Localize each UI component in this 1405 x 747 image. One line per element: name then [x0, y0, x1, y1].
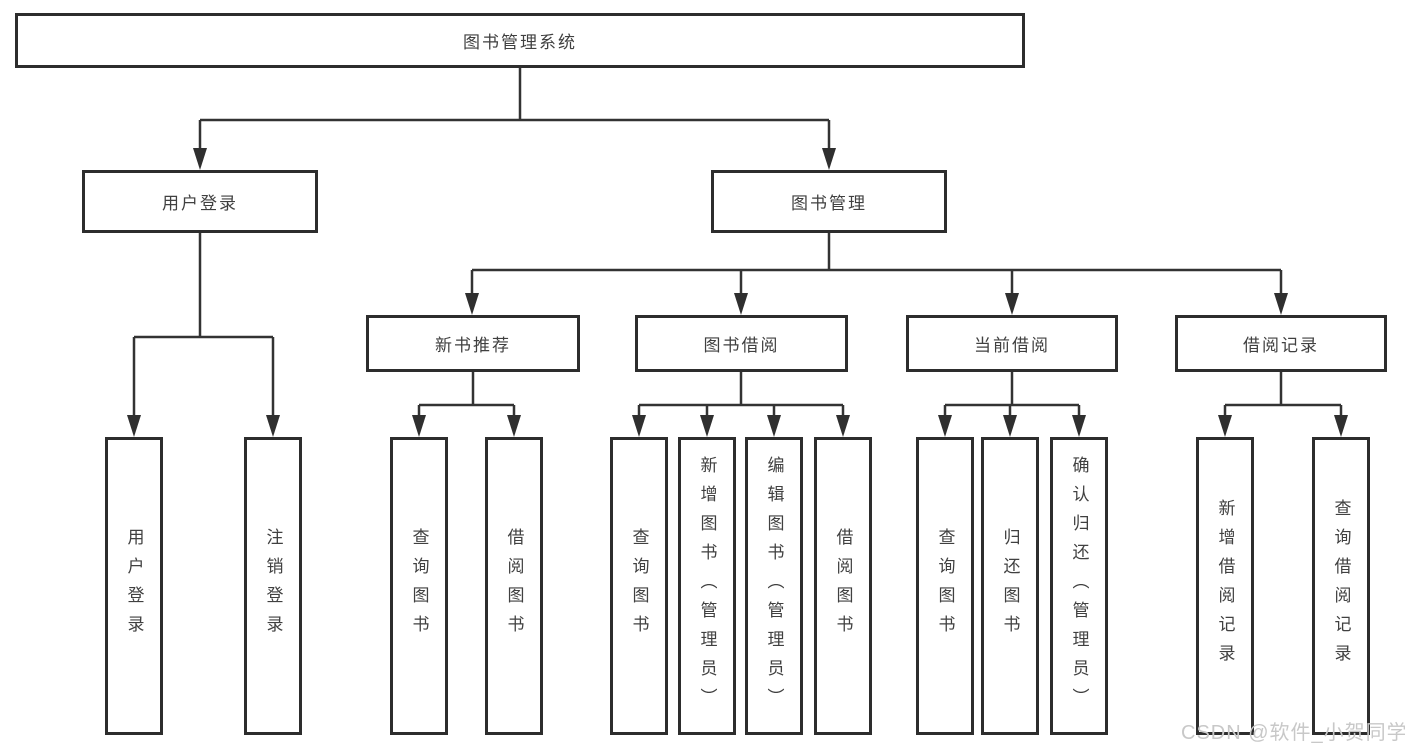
connector-root-to-level2: [198, 68, 831, 152]
node-label: 查询借阅记录: [1331, 499, 1351, 673]
connector-currentborrow-to-leaves: [943, 372, 1081, 420]
arrowhead-icon: [836, 415, 850, 437]
arrowhead-icon: [1003, 415, 1017, 437]
arrowhead-icon: [1218, 415, 1232, 437]
node-current-borrowing: 当前借阅: [906, 315, 1118, 372]
leaf-newbook-query-books: 查询图书: [390, 437, 448, 735]
node-label: 用户登录: [124, 528, 144, 644]
node-label: 借阅记录: [1243, 336, 1319, 355]
arrowhead-icon: [1334, 415, 1348, 437]
connector-newbook-to-leaves: [417, 372, 516, 420]
leaf-confirm-return-admin: 确认归还（管理员）: [1050, 437, 1108, 735]
csdn-watermark: CSDN @软件_小贺同学: [1181, 722, 1405, 744]
connector-bookmgmt-to-level3: [470, 233, 1283, 297]
node-label: 图书管理: [791, 194, 867, 213]
leaf-newbook-borrow-books: 借阅图书: [485, 437, 543, 735]
connector-records-to-leaves: [1223, 372, 1343, 420]
node-label: 查询图书: [409, 528, 429, 644]
arrowhead-icon: [193, 148, 207, 170]
leaf-current-query-books: 查询图书: [916, 437, 974, 735]
node-label: 确认归还（管理员）: [1069, 455, 1089, 717]
arrowhead-icon: [1005, 293, 1019, 315]
arrowheads: [127, 148, 1348, 437]
arrowhead-icon: [266, 415, 280, 437]
arrowhead-icon: [734, 293, 748, 315]
leaf-borrow-query-books: 查询图书: [610, 437, 668, 735]
connector-userlogin-to-leaves: [132, 233, 275, 420]
leaf-return-books: 归还图书: [981, 437, 1039, 735]
arrowhead-icon: [465, 293, 479, 315]
leaf-borrow-books: 借阅图书: [814, 437, 872, 735]
node-label: 查询图书: [935, 528, 955, 644]
node-book-management: 图书管理: [711, 170, 947, 233]
node-label: 归还图书: [1000, 528, 1020, 644]
node-label: 新增图书（管理员）: [697, 455, 717, 717]
node-label: 新书推荐: [435, 336, 511, 355]
leaf-add-borrow-record: 新增借阅记录: [1196, 437, 1254, 735]
leaf-add-books-admin: 新增图书（管理员）: [678, 437, 736, 735]
node-label: 查询图书: [629, 528, 649, 644]
leaf-query-borrow-record: 查询借阅记录: [1312, 437, 1370, 735]
arrowhead-icon: [767, 415, 781, 437]
connector-bookborrow-to-leaves: [637, 372, 845, 420]
leaf-logout: 注销登录: [244, 437, 302, 735]
arrowhead-icon: [700, 415, 714, 437]
node-label: 借阅图书: [833, 528, 853, 644]
node-label: 注销登录: [263, 528, 283, 644]
node-user-login: 用户登录: [82, 170, 318, 233]
arrowhead-icon: [507, 415, 521, 437]
arrowhead-icon: [412, 415, 426, 437]
arrowhead-icon: [822, 148, 836, 170]
node-label: 新增借阅记录: [1215, 499, 1235, 673]
arrowhead-icon: [127, 415, 141, 437]
arrowhead-icon: [632, 415, 646, 437]
leaf-edit-books-admin: 编辑图书（管理员）: [745, 437, 803, 735]
node-label: 图书管理系统: [463, 33, 577, 52]
node-label: 当前借阅: [974, 336, 1050, 355]
node-label: 图书借阅: [703, 336, 780, 355]
node-borrowing-records: 借阅记录: [1175, 315, 1387, 372]
arrowhead-icon: [1274, 293, 1288, 315]
arrowhead-icon: [938, 415, 952, 437]
node-book-borrowing: 图书借阅: [635, 315, 848, 372]
node-label: 用户登录: [162, 194, 238, 213]
node-label: 借阅图书: [504, 528, 524, 644]
leaf-user-login: 用户登录: [105, 437, 163, 735]
node-new-book-recommendation: 新书推荐: [366, 315, 580, 372]
node-library-management-system: 图书管理系统: [15, 13, 1025, 68]
node-label: 编辑图书（管理员）: [764, 455, 784, 717]
arrowhead-icon: [1072, 415, 1086, 437]
